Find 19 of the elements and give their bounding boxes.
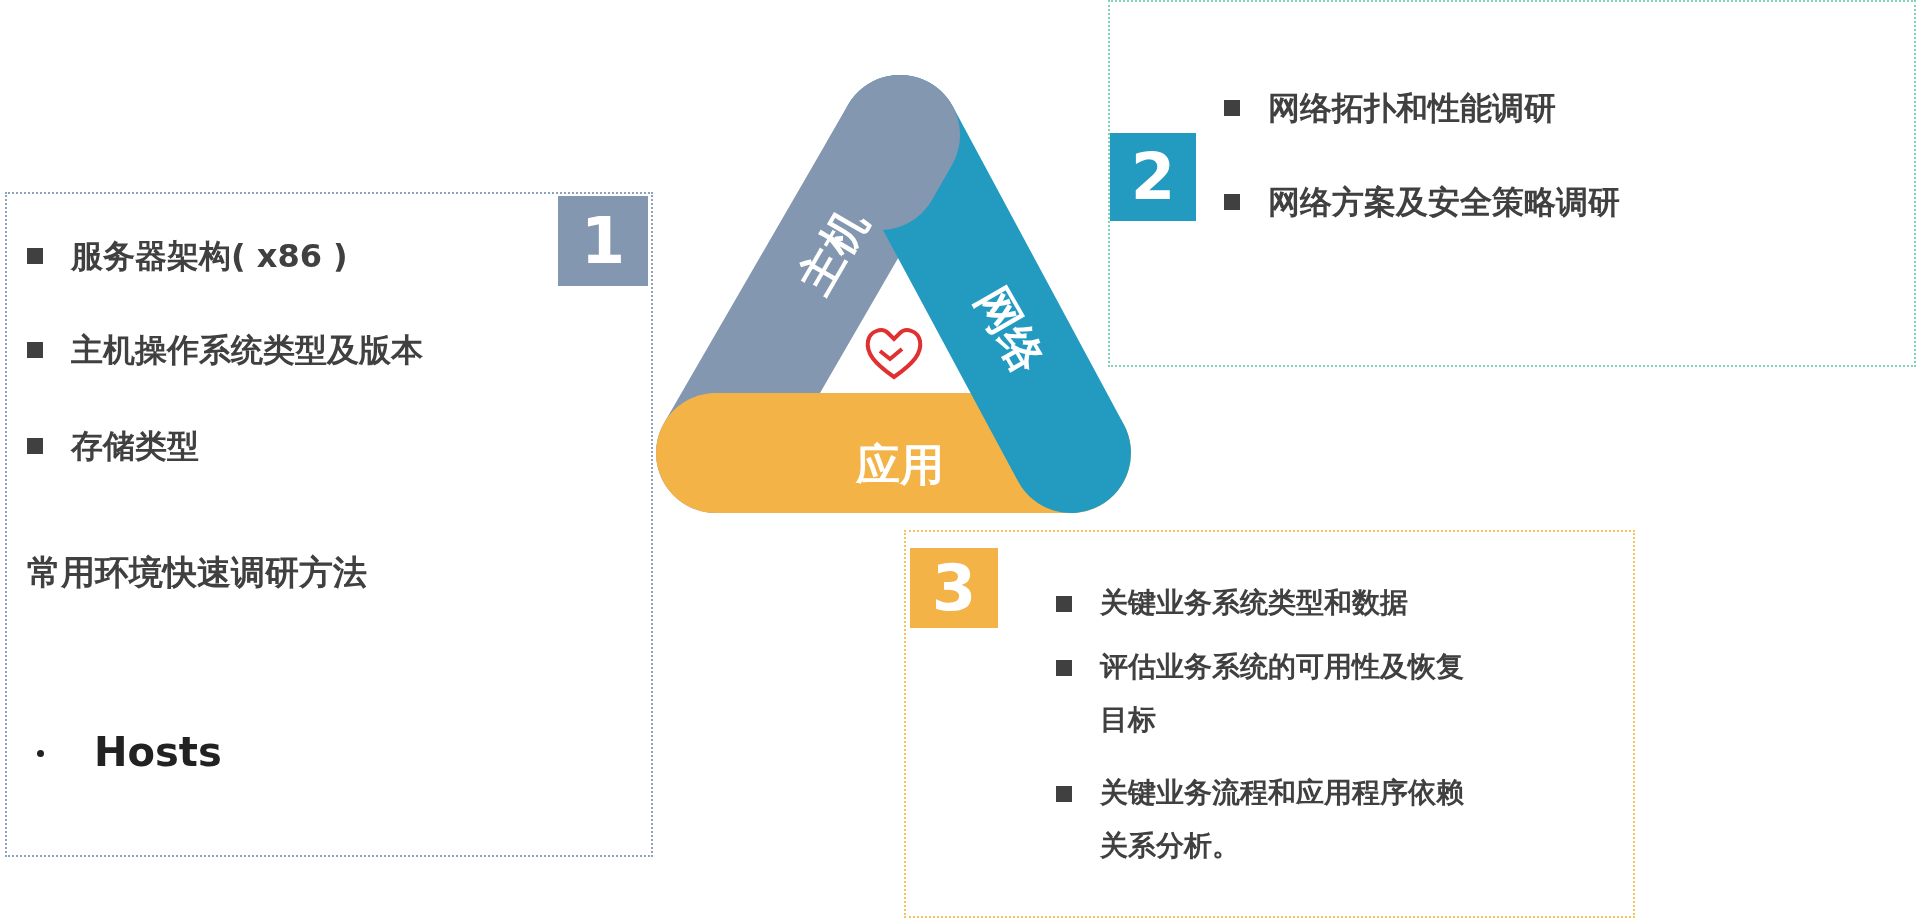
number-badge: 3 bbox=[910, 548, 998, 628]
bullet-text: 存储类型 bbox=[71, 426, 199, 467]
bullet-text: 网络拓扑和性能调研 bbox=[1268, 88, 1556, 129]
info-panel bbox=[1108, 0, 1916, 367]
band-label: 应用 bbox=[856, 443, 944, 487]
band-label: 主机 bbox=[791, 201, 875, 301]
bullet-text: 关键业务流程和应用程序依赖关系分析。 bbox=[1100, 775, 1465, 864]
bullet-text: 服务器架构( x86 ) bbox=[71, 236, 348, 277]
info-panel bbox=[904, 530, 1635, 918]
band-label: 网络 bbox=[968, 280, 1052, 380]
bullet-text: 网络方案及安全策略调研 bbox=[1268, 182, 1620, 223]
section-heading: 常用环境快速调研方法 bbox=[27, 551, 367, 594]
number-badge: 1 bbox=[558, 196, 648, 286]
bullet-text: 主机操作系统类型及版本 bbox=[71, 330, 423, 371]
bullet-text: Hosts bbox=[94, 728, 222, 777]
bullet-text: 评估业务系统的可用性及恢复目标 bbox=[1100, 649, 1465, 738]
number-badge: 2 bbox=[1110, 133, 1196, 221]
info-panel bbox=[5, 192, 653, 857]
bullet-text: 关键业务系统类型和数据 bbox=[1100, 585, 1408, 621]
